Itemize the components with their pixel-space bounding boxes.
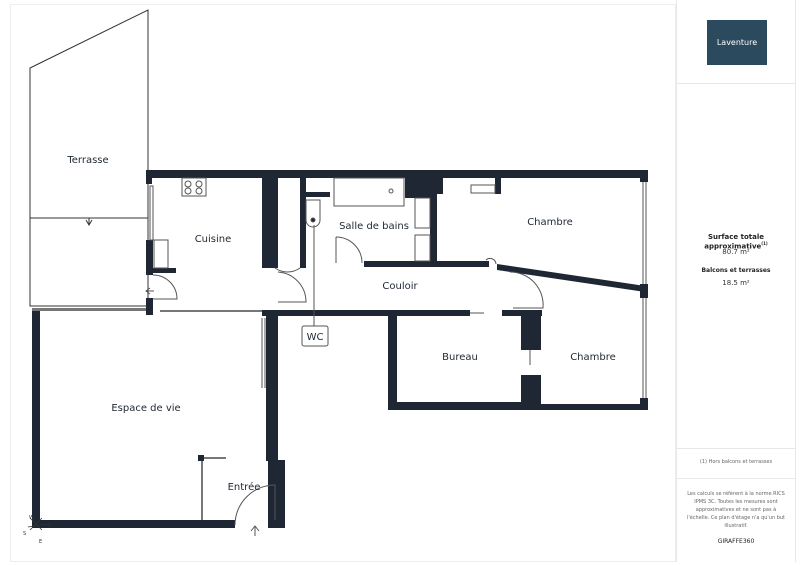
surface-note-mark: (1) bbox=[761, 241, 768, 246]
compass-icon: W N S E bbox=[23, 515, 51, 545]
svg-text:W: W bbox=[29, 515, 34, 521]
surface-label: Surface totale approximative bbox=[704, 233, 764, 251]
room-label-wc: WC bbox=[307, 332, 324, 343]
footnote: (1) Hors balcons et terrasses bbox=[699, 459, 773, 465]
room-label-couloir: Couloir bbox=[382, 281, 418, 292]
disclaimer: Les calculs se réfèrent à la norme RICS … bbox=[686, 491, 786, 529]
floor-plan: WC Terrasse Cuisine Salle de bains Chamb… bbox=[23, 9, 648, 545]
svg-text:E: E bbox=[39, 539, 42, 545]
room-label-terrasse: Terrasse bbox=[66, 155, 108, 166]
room-label-espace-de-vie: Espace de vie bbox=[111, 403, 180, 414]
room-label-cuisine: Cuisine bbox=[195, 234, 232, 245]
info-panel: Laventure Surface totale approximative(1… bbox=[676, 0, 796, 562]
svg-text:N: N bbox=[47, 523, 51, 529]
room-label-chambre: Chambre bbox=[527, 217, 573, 228]
surface-value: 80.7 m² bbox=[722, 248, 750, 256]
walls bbox=[32, 170, 648, 528]
divider bbox=[677, 448, 795, 449]
balcons-label: Balcons et terrasses bbox=[701, 267, 771, 274]
giraffe360-brand: GIRAFFE360 bbox=[717, 538, 755, 545]
plan-frame bbox=[10, 4, 676, 562]
wc-label-box bbox=[301, 325, 329, 347]
room-label-chambre: Chambre bbox=[570, 352, 616, 363]
svg-text:S: S bbox=[23, 531, 26, 537]
balcons-value: 18.5 m² bbox=[722, 279, 750, 287]
room-label-salle-de-bains: Salle de bains bbox=[339, 221, 409, 232]
divider bbox=[677, 478, 795, 479]
divider bbox=[677, 83, 795, 84]
room-label-entree: Entrée bbox=[228, 481, 261, 493]
room-label-bureau: Bureau bbox=[442, 352, 478, 363]
fixtures bbox=[145, 177, 647, 536]
brand-logo: Laventure bbox=[707, 20, 767, 65]
